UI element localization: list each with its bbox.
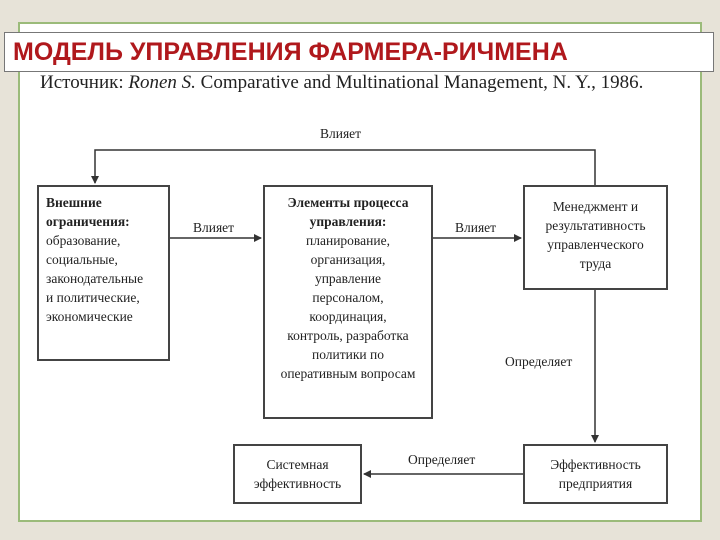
external-line: образование, — [46, 233, 121, 248]
label-determines-down: Определяет — [505, 354, 573, 369]
elements-line: политики по — [311, 347, 384, 362]
external-heading: Внешние ограничения: — [46, 195, 130, 229]
external-line: законодательные — [46, 271, 144, 286]
elements-line: оперативным вопросам — [280, 366, 416, 381]
slide-title: МОДЕЛЬ УПРАВЛЕНИЯ ФАРМЕРА-РИЧМЕНА — [4, 32, 714, 72]
label-influences-right: Влияет — [455, 220, 497, 235]
source-line: Источник: Ronen S. Comparative and Multi… — [40, 72, 700, 94]
source-rest: Comparative and Multinational Management… — [195, 72, 644, 93]
elements-line: организация, — [310, 252, 386, 267]
management-line: труда — [579, 256, 612, 271]
label-influences-left: Влияет — [193, 220, 235, 235]
external-line: экономические — [46, 309, 133, 324]
source-prefix: Источник: — [40, 72, 129, 93]
box-management-elements: Элементы процесса управления: планирован… — [263, 185, 433, 419]
management-line: результативность — [545, 218, 646, 233]
elements-heading: Элементы процесса управления: — [287, 195, 409, 229]
elements-line: координация, — [309, 309, 387, 324]
system-line: эффективность — [253, 476, 342, 491]
box-enterprise-efficiency: Эффективность предприятия — [523, 444, 668, 504]
enterprise-line: Эффективность — [550, 457, 641, 472]
elements-line: контроль, разработка — [287, 328, 409, 343]
enterprise-line: предприятия — [558, 476, 633, 491]
external-line: социальные, — [46, 252, 118, 267]
arrow-feedback-top — [91, 149, 596, 185]
elements-line: управление — [314, 271, 382, 286]
box-external-constraints: Внешние ограничения: образование, социал… — [37, 185, 170, 361]
management-line: управленческого — [547, 237, 644, 252]
box-system-efficiency: Системная эффективность — [233, 444, 362, 504]
source-author: Ronen S. — [128, 72, 196, 93]
system-line: Системная — [266, 457, 329, 472]
elements-line: планирование, — [306, 233, 390, 248]
label-determines-left: Определяет — [408, 452, 476, 467]
label-influences-top: Влияет — [320, 126, 362, 141]
elements-line: персоналом, — [312, 290, 384, 305]
box-management-performance: Менеджмент и результативность управленче… — [523, 185, 668, 290]
management-line: Менеджмент и — [552, 199, 639, 214]
external-line: и политические, — [46, 290, 140, 305]
